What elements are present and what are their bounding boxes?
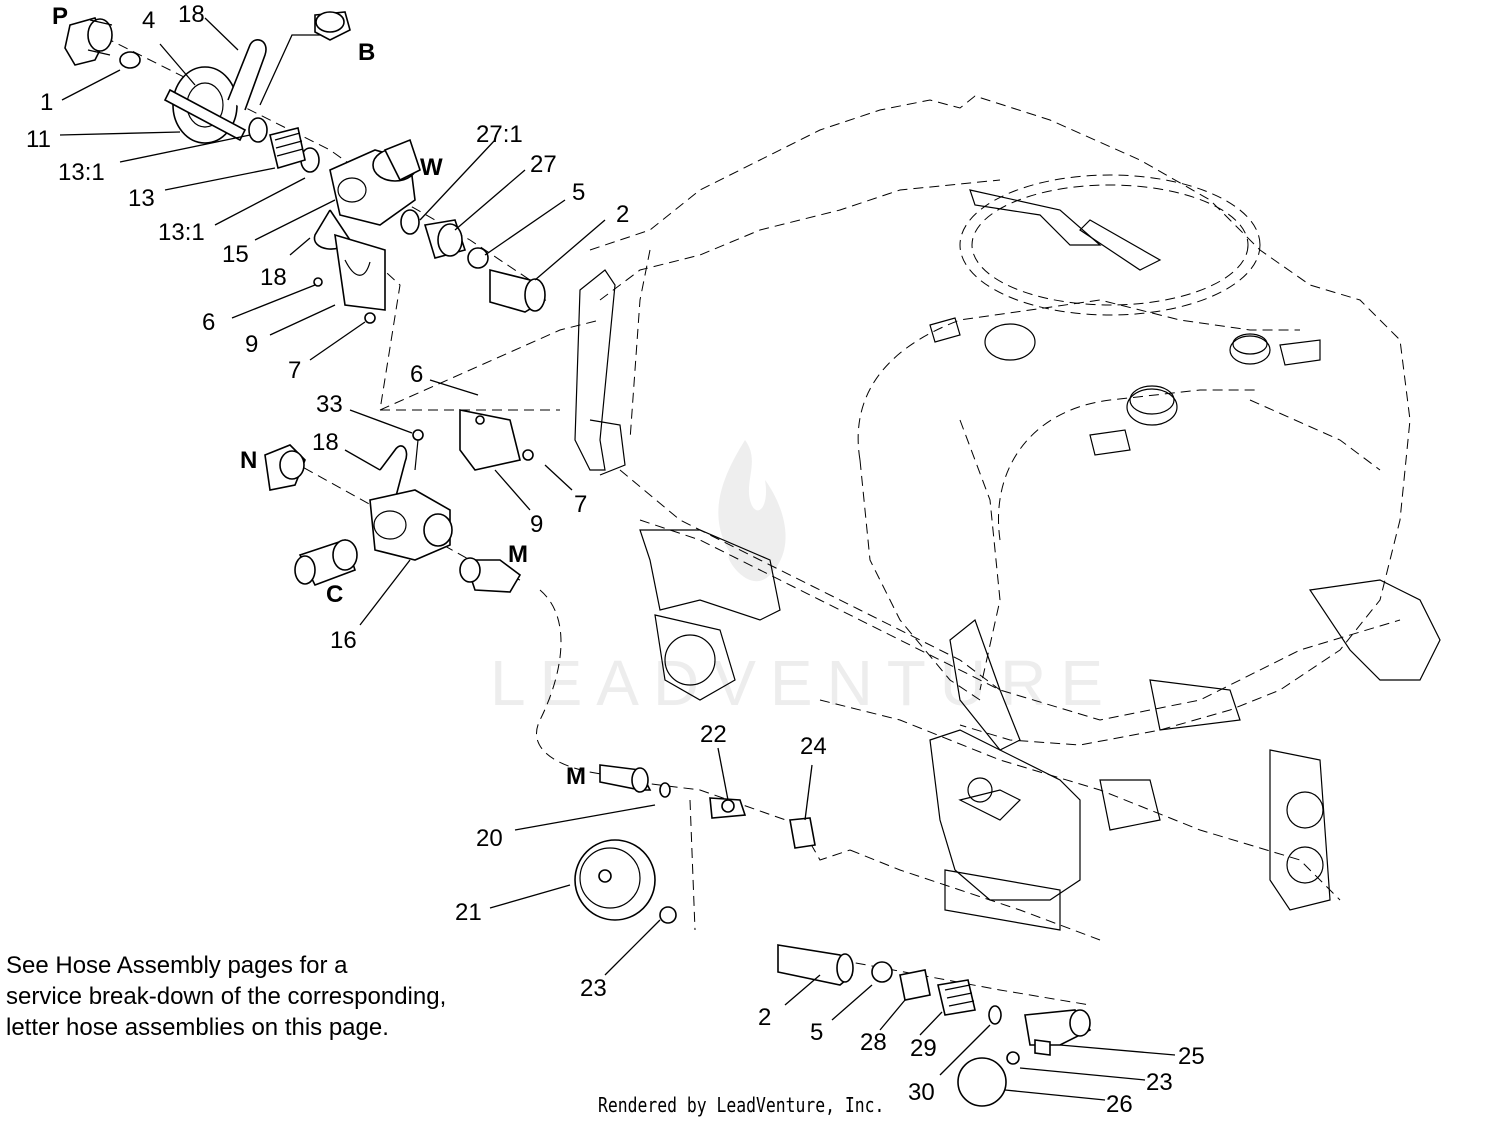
- hose-assembly-note: See Hose Assembly pages for a service br…: [6, 950, 546, 1043]
- callout-20: 20: [476, 825, 503, 852]
- hose-letter-w: W: [420, 154, 443, 181]
- rendered-by-footer: Rendered by LeadVenture, Inc.: [598, 1093, 885, 1117]
- note-line: service break-down of the corresponding,: [6, 983, 447, 1010]
- callout-2-upper: 2: [616, 201, 629, 228]
- callout-9-upper: 9: [245, 331, 258, 358]
- callout-23-outlet: 23: [1146, 1069, 1173, 1096]
- callout-27-1: 27:1: [476, 121, 523, 148]
- watermark: LEADVENTURE: [490, 440, 1117, 719]
- callout-22: 22: [700, 721, 727, 748]
- flame-logo-icon: [718, 440, 786, 582]
- callout-4: 4: [142, 7, 155, 34]
- callout-13-1-second: 13:1: [158, 219, 205, 246]
- callout-23-filter: 23: [580, 975, 607, 1002]
- callout-2-lower: 2: [758, 1004, 771, 1031]
- callouts: 1 4 18 11 13:1 13 13:1 15 18 27:1 27 5 2…: [26, 1, 1205, 1118]
- hose-letters: P B W N C M M: [52, 3, 586, 790]
- hose-letter-m-lower: M: [566, 763, 586, 790]
- callout-24: 24: [800, 733, 827, 760]
- filter-assembly: [574, 764, 816, 924]
- note-line: See Hose Assembly pages for a: [6, 952, 348, 979]
- outlet-assembly: [777, 944, 1092, 1107]
- callout-6-lower: 6: [410, 361, 423, 388]
- callout-15: 15: [222, 241, 249, 268]
- callout-13: 13: [128, 185, 155, 212]
- hose-letter-n: N: [240, 447, 257, 474]
- lower-valve-assembly: [264, 409, 534, 593]
- callout-13-1: 13:1: [58, 159, 105, 186]
- callout-28: 28: [860, 1029, 887, 1056]
- callout-27: 27: [530, 151, 557, 178]
- hose-letter-b: B: [358, 39, 375, 66]
- sprayer-tank: [574, 95, 1441, 941]
- callout-18-handle: 18: [178, 1, 205, 28]
- callout-5-upper: 5: [572, 179, 585, 206]
- hose-letter-c: C: [326, 581, 343, 608]
- assembly-lines: [89, 29, 1091, 1006]
- callout-33: 33: [316, 391, 343, 418]
- callout-1: 1: [40, 89, 53, 116]
- callout-21: 21: [455, 899, 482, 926]
- watermark-text: LEADVENTURE: [490, 647, 1117, 719]
- callout-30: 30: [908, 1079, 935, 1106]
- callout-7-lower: 7: [574, 491, 587, 518]
- callout-5-lower: 5: [810, 1019, 823, 1046]
- callout-6-upper: 6: [202, 309, 215, 336]
- callout-18-upper: 18: [260, 264, 287, 291]
- callout-25: 25: [1178, 1043, 1205, 1070]
- callout-7-upper: 7: [288, 357, 301, 384]
- callout-29: 29: [910, 1035, 937, 1062]
- note-line: letter hose assemblies on this page.: [6, 1014, 389, 1041]
- hose-letter-p: P: [52, 3, 68, 30]
- callout-16: 16: [330, 627, 357, 654]
- callout-9-lower: 9: [530, 511, 543, 538]
- callout-18-lower: 18: [312, 429, 339, 456]
- callout-11: 11: [26, 126, 51, 153]
- upper-valve-assembly: [64, 11, 547, 324]
- hose-letter-m-upper: M: [508, 541, 528, 568]
- callout-26: 26: [1106, 1091, 1133, 1118]
- leader-lines: [59, 17, 1176, 1101]
